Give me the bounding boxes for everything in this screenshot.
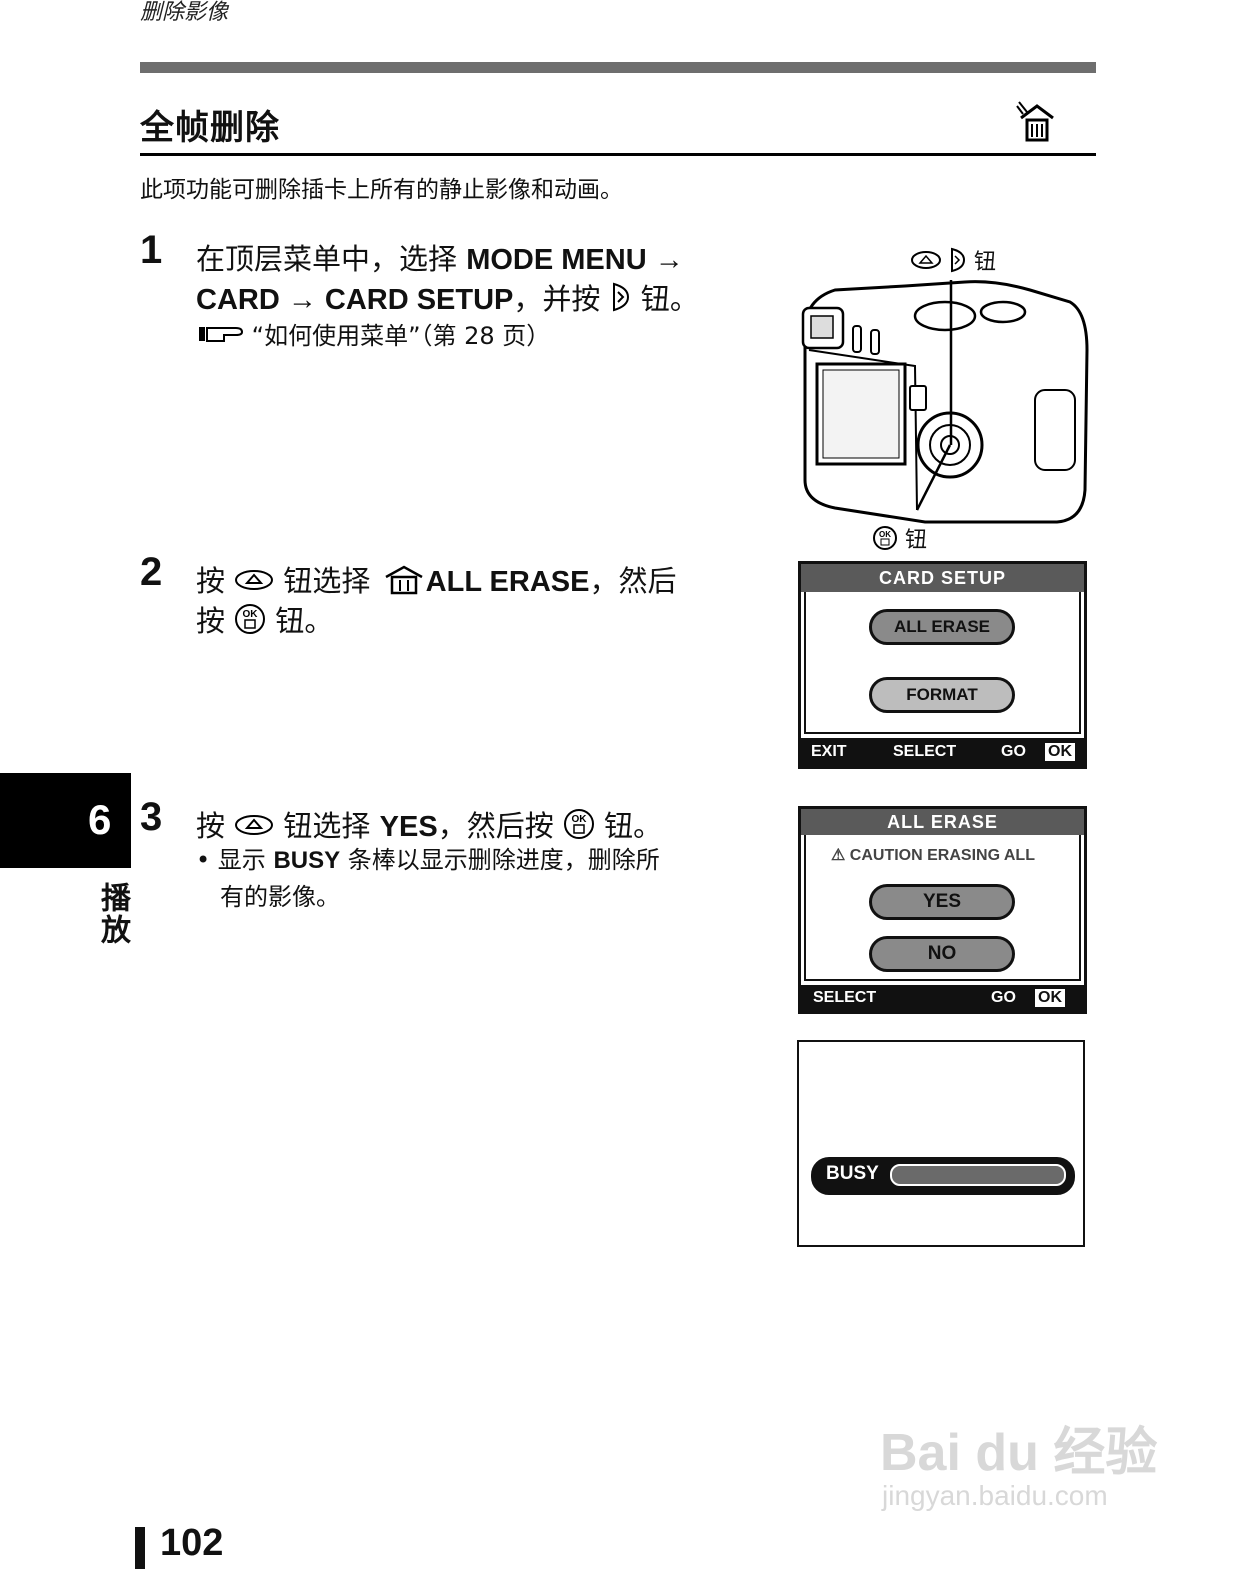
footer-select: SELECT — [893, 743, 957, 760]
chapter-tab — [0, 773, 131, 868]
watermark-logo: Bai du 经验 — [880, 1424, 1158, 1482]
footer-ok: OK — [1035, 989, 1065, 1007]
card-setup-screen: CARD SETUP ALL ERASE FORMAT EXIT SELECT … — [798, 561, 1087, 769]
option-label: ALL ERASE — [893, 617, 991, 636]
up-arrow-button-icon — [910, 250, 942, 276]
step-text: 钮。 — [631, 282, 699, 316]
step-1-line-2: CARD → CARD SETUP，并按 钮。 — [196, 276, 699, 320]
reference-text: “如何使用菜单”（第 28 页） — [251, 322, 551, 350]
step-text: 钮。 — [266, 604, 334, 638]
screen-footer: SELECT GO OK — [801, 985, 1084, 1011]
ok-button-icon: OK — [872, 525, 898, 557]
page-number-bar — [135, 1527, 145, 1569]
section-title: 全帧删除 — [140, 108, 280, 148]
step-3-bullet: • 显示 BUSY 条棒以显示删除进度，删除所 有的影像。 — [196, 842, 741, 915]
busy-label: BUSY — [826, 1163, 879, 1184]
step-text-bold: CARD → CARD SETUP — [196, 284, 514, 316]
option-label: YES — [922, 891, 962, 912]
all-erase-icon — [380, 563, 426, 603]
right-arrow-button-icon — [949, 247, 967, 279]
callout-text: 钮 — [974, 250, 997, 275]
footer-go: GO — [1001, 743, 1026, 760]
screen-title: CARD SETUP — [801, 564, 1084, 592]
chapter-number: 6 — [88, 796, 112, 843]
step-2-line-2: 按 OK 钮。 — [196, 598, 333, 643]
screen-body — [804, 592, 1081, 734]
camera-callout-bottom: OK 钮 — [872, 522, 927, 557]
step-text: 按 — [196, 564, 235, 598]
ok-button-icon: OK — [234, 603, 266, 643]
ok-button-icon: OK — [563, 808, 595, 848]
step-2-line-1: 按 钮选择 ALL ERASE，然后 — [196, 558, 677, 603]
step-1-line-1: 在顶层菜单中，选择 MODE MENU → — [196, 236, 684, 278]
footer-go: GO — [991, 989, 1016, 1006]
step-1-reference: “如何使用菜单”（第 28 页） — [198, 316, 550, 352]
bullet-text: 条棒以显示删除进度，删除所 — [340, 846, 660, 874]
step-text: ，并按 — [513, 282, 610, 316]
step-text: 按 — [196, 809, 235, 843]
all-erase-icon — [1015, 100, 1059, 148]
warning-icon: ⚠ — [831, 847, 846, 864]
option-label: FORMAT — [906, 685, 978, 704]
right-arrow-button-icon — [610, 282, 632, 320]
busy-screen: BUSY — [797, 1040, 1085, 1247]
up-arrow-button-icon — [234, 567, 274, 600]
svg-text:OK: OK — [571, 814, 587, 825]
step-text-bold: YES — [379, 811, 438, 843]
svg-text:OK: OK — [879, 530, 891, 539]
screen-title: ALL ERASE — [801, 809, 1084, 835]
screen-body — [804, 835, 1081, 981]
all-erase-option[interactable]: ALL ERASE — [869, 609, 1015, 645]
progress-track — [890, 1164, 1066, 1186]
step-text: ，然后 — [589, 564, 677, 598]
busy-progress-bar: BUSY — [811, 1157, 1075, 1195]
step-number: 3 — [140, 795, 163, 839]
format-option[interactable]: FORMAT — [869, 677, 1015, 713]
step-number: 1 — [140, 228, 163, 272]
step-text: 在顶层菜单中，选择 — [196, 242, 467, 276]
footer-exit: EXIT — [811, 743, 847, 760]
intro-text: 此项功能可删除插卡上所有的静止影像和动画。 — [140, 177, 623, 203]
up-arrow-button-icon — [234, 812, 274, 845]
step-text: 钮选择 — [274, 564, 380, 598]
title-rule — [140, 153, 1096, 156]
all-erase-screen: ALL ERASE ⚠ CAUTION ERASING ALL YES NO S… — [798, 806, 1087, 1014]
option-label: NO — [927, 943, 957, 964]
footer-select: SELECT — [813, 989, 877, 1006]
footer-ok: OK — [1045, 743, 1075, 761]
step-text-bold: ALL ERASE — [425, 566, 590, 598]
running-header: 删除影像 — [140, 0, 229, 25]
watermark-url: jingyan.baidu.com — [882, 1480, 1108, 1511]
callout-text: 钮 — [905, 528, 928, 553]
bullet-text: 显示 — [217, 846, 274, 874]
chapter-name: 播放 — [95, 882, 130, 946]
screen-footer: EXIT SELECT GO OK — [801, 738, 1084, 766]
pointing-hand-icon — [198, 322, 244, 352]
step-text: ，然后按 — [437, 809, 563, 843]
svg-text:OK: OK — [243, 609, 259, 620]
step-number: 2 — [140, 550, 163, 594]
step-text-bold: MODE MENU → — [466, 244, 684, 276]
caution-line: ⚠ CAUTION ERASING ALL — [831, 845, 1035, 865]
step-3-line-1: 按 钮选择 YES，然后按 OK 钮。 — [196, 803, 662, 848]
caution-text: CAUTION ERASING ALL — [849, 847, 1035, 864]
camera-callout-top: 钮 — [910, 244, 996, 279]
step-text: 钮。 — [594, 809, 663, 843]
step-text: 钮选择 — [274, 809, 380, 843]
bullet-text-bold: BUSY — [273, 847, 341, 874]
camera-illustration — [795, 240, 1095, 554]
page-number: 102 — [160, 1522, 224, 1564]
top-rule — [140, 62, 1096, 73]
yes-option[interactable]: YES — [869, 884, 1015, 920]
step-text: 按 — [196, 604, 235, 638]
bullet-text: 有的影像。 — [220, 883, 340, 911]
no-option[interactable]: NO — [869, 936, 1015, 972]
